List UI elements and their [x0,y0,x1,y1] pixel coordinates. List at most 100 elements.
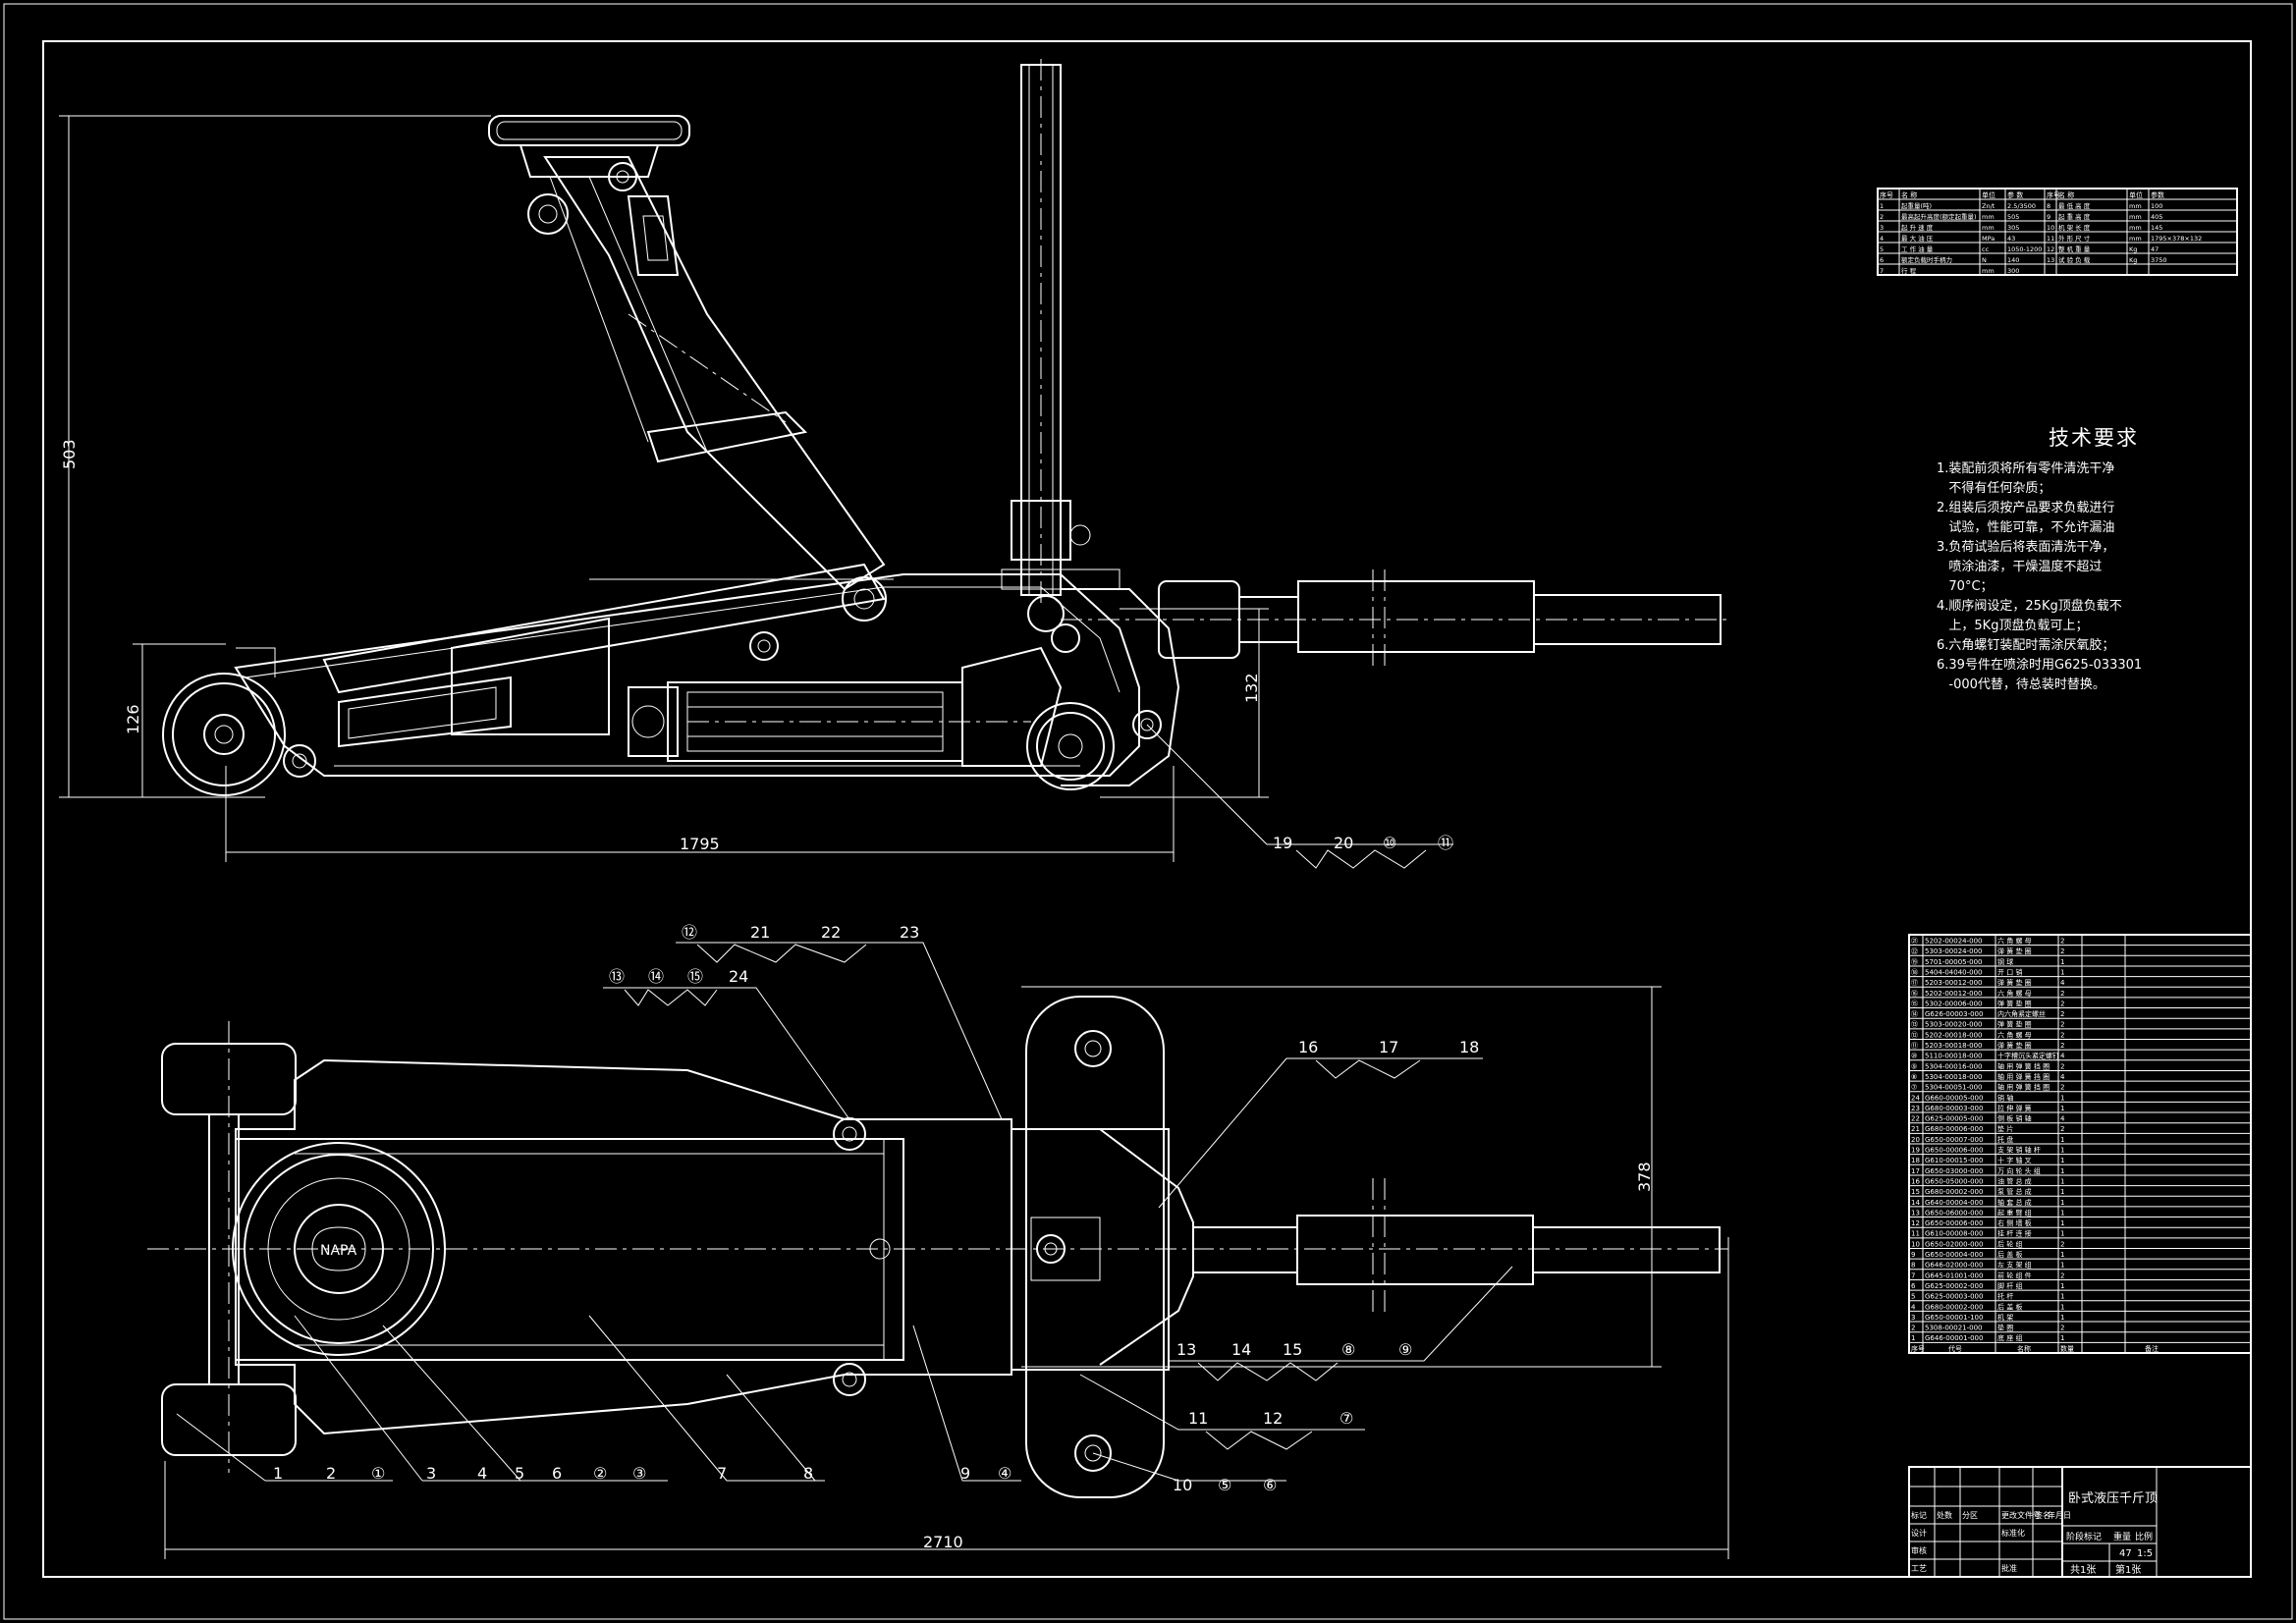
parts-cell: 1 [2060,1230,2064,1238]
callout: 3 [426,1464,436,1483]
callout: 6 [552,1464,562,1483]
parts-cell: 脚 杆 组 [1997,1281,2022,1290]
callout: 5 [515,1464,524,1483]
spec-cell: 最 大 油 压 [1901,234,1934,243]
callout: ⑩ [1383,834,1396,852]
parts-cell: G680-00002-000 [1925,1303,1983,1311]
spec-cell: 47 [2151,245,2159,253]
parts-cell: 21 [1911,1125,1920,1133]
callout: ① [371,1464,385,1483]
title-block: 卧式液压千斤顶 标记 处数 分区 更改文件号 签名 年月日 设计 标准化 审核 … [1908,1466,2252,1578]
parts-cell: 后 轮 组 [1997,1239,2022,1248]
parts-cell: 1 [2060,1188,2064,1196]
spec-cell: mm [1982,224,1995,232]
parts-cell: 后 盖 板 [1997,1250,2022,1259]
parts-cell: 4 [1911,1303,1916,1311]
parts-cell: 17 [1911,1167,1920,1175]
parts-cell: 4 [2060,1073,2065,1081]
parts-cell: 起 重 臂 组 [1997,1208,2032,1217]
parts-cell: ⑫ [1911,1031,1918,1039]
parts-cell: 1 [2060,1293,2064,1301]
callout: 7 [717,1464,727,1483]
tech-req-item: 不得有任何杂质； [1937,481,2051,496]
parts-cell: ⑯ [1911,990,1918,998]
parts-cell: G680-00002-000 [1925,1188,1983,1196]
parts-cell: ⑰ [1911,979,1918,987]
callout: 24 [729,967,748,986]
parts-cell: 轴 套 总 成 [1997,1198,2032,1207]
callout: 12 [1263,1409,1283,1428]
parts-cell: 弹 簧 垫 圈 [1997,999,2032,1007]
parts-cell: G610-00015-000 [1925,1157,1983,1164]
parts-header-cell: 代号 [1948,1344,1962,1353]
callout: 23 [900,923,919,942]
tb-weight: 47 [2119,1548,2132,1559]
tech-req-item: 2.组装后须按产品要求负载进行 [1937,501,2115,515]
parts-cell: 18 [1911,1157,1920,1164]
tb-label: 审核 [1911,1545,1927,1555]
parts-cell: 支 架 销 轴 杆 [1997,1146,2041,1155]
spec-cell: 12 [2047,245,2054,253]
spec-cell: 外 形 尺 寸 [2058,234,2091,243]
parts-cell: 1 [2060,1094,2064,1102]
parts-cell: 挂 杆 连 接 [1997,1229,2032,1238]
parts-cell: ⑧ [1911,1073,1917,1081]
outer-frame [3,3,2293,1620]
spec-cell: 100 [2151,202,2162,210]
callout: 19 [1273,834,1292,852]
parts-cell: 1 [2060,1147,2064,1155]
callouts-plan-bottom: 1 2 ① 3 4 5 6 ② ③ 7 8 9 ④ 10 ⑤ ⑥ [176,1315,1286,1494]
callouts-plan-top: ⑫ 21 22 23 ⑬ ⑭ ⑮ 24 [603,923,1003,1120]
parts-cell: 1 [2060,1177,2064,1185]
parts-cell: 2 [2060,1084,2064,1092]
parts-cell: G646-02000-000 [1925,1262,1983,1270]
parts-cell: 1 [2060,1167,2064,1175]
tb-label: 批准 [2001,1563,2017,1573]
logo-text: NAPA [320,1243,357,1259]
tb-label: 重量 [2113,1531,2131,1542]
callout: ⑪ [1438,834,1453,852]
spec-cell: 3750 [2151,256,2167,264]
spec-cell: 10 [2047,224,2054,232]
parts-cell: 5303-00024-000 [1925,947,1983,955]
spec-cell: 行 程 [1901,266,1917,275]
parts-cell: 5202-00012-000 [1925,990,1983,998]
tech-req-item: 1.装配前须将所有零件清洗干净 [1937,461,2115,476]
parts-cell: 4 [2060,1053,2065,1060]
parts-cell: ⑪ [1911,1042,1918,1050]
spec-cell: 机 架 长 度 [2058,223,2091,232]
parts-cell: 万 向 轮 头 组 [1997,1166,2041,1175]
parts-cell: G650-00006-000 [1925,1219,1983,1227]
tech-req-item: -000代替，待总装时替换。 [1937,677,2105,692]
parts-cell: 5202-00024-000 [1925,938,1983,946]
logo-icon [311,1226,366,1271]
parts-header-cell: 数量 [2060,1344,2074,1353]
callouts-plan-right-mid: 13 14 15 ⑧ ⑨ [1169,1266,1513,1381]
tech-req-item: 喷涂油漆，干燥温度不超过 [1937,560,2103,574]
spec-cell: 7 [1880,267,1884,275]
spec-cell: 145 [2151,224,2162,232]
tb-label: 工艺 [1911,1564,1927,1573]
spec-cell: mm [2129,213,2142,221]
callouts-plan-right-low: 11 12 ⑦ [1079,1374,1365,1450]
callout: 15 [1283,1340,1302,1359]
parts-cell: 6 [1911,1282,1916,1290]
tb-label: 年月日 [2048,1510,2071,1520]
spec-cell: 整 机 重 量 [2058,244,2091,253]
parts-cell: G660-00005-000 [1925,1094,1983,1102]
tb-label: 分区 [1962,1511,1978,1520]
parts-cell: 5701-00005-000 [1925,958,1983,966]
parts-cell: 5 [1911,1293,1915,1301]
parts-cell: G650-00006-000 [1925,1147,1983,1155]
tech-req-list: 1.装配前须将所有零件清洗干净 不得有任何杂质；2.组装后须按产品要求负载进行 … [1937,460,2251,695]
tech-req-item: 4.顺序阀设定，25Kg顶盘负载不 [1937,599,2122,614]
dim-rear-height: 126 [124,704,142,734]
spec-cell: 140 [2007,256,2019,264]
parts-cell: 1 [2060,1262,2064,1270]
tb-scale: 1:5 [2137,1548,2153,1559]
parts-cell: G645-01001-000 [1925,1271,1983,1279]
parts-cell: 托 杆 [1997,1292,2013,1301]
tb-label: 比例 [2135,1531,2153,1542]
callout: 20 [1334,834,1353,852]
